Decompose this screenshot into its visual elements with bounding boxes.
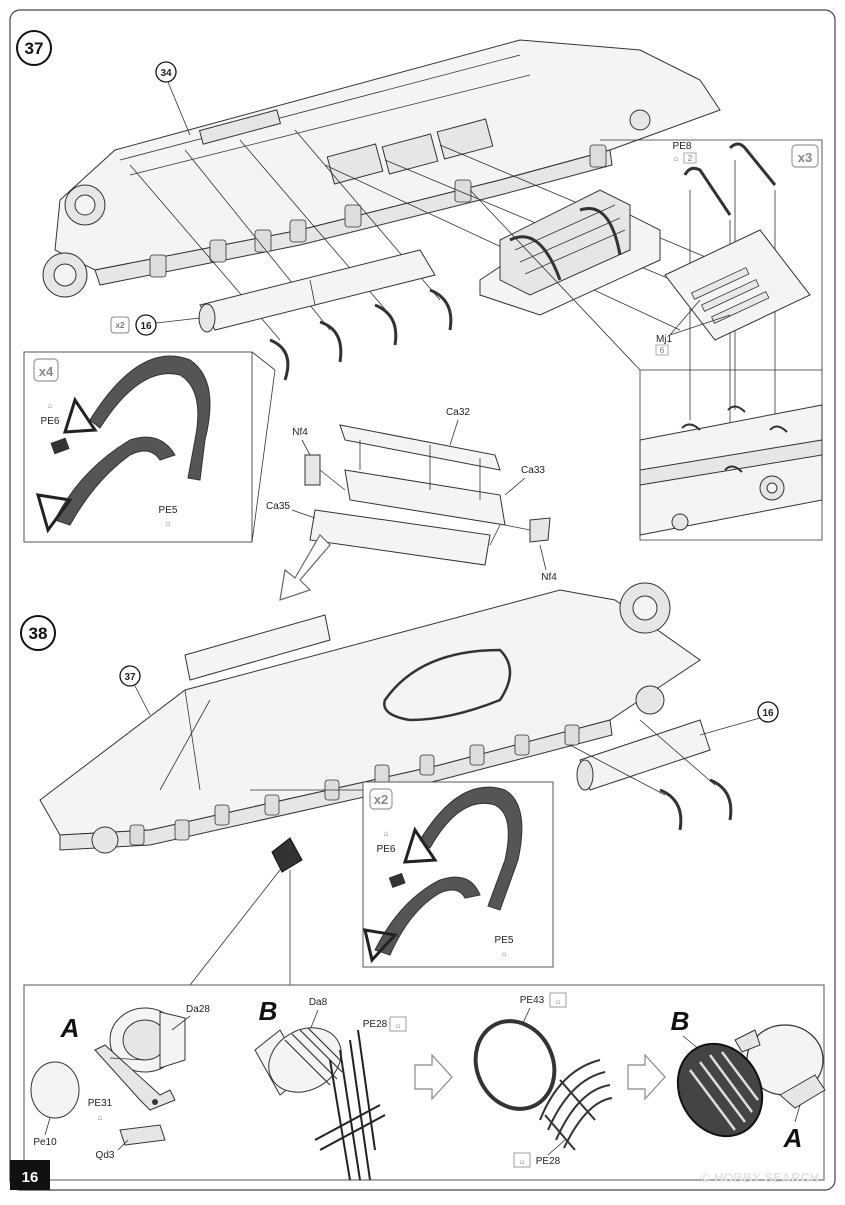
photo-etch-icon: ⌂ [502,949,507,958]
nf4-bottom-label: Nf4 [541,572,557,583]
photo-etch-icon: ⌂ [98,1113,103,1122]
pe28-bottom-label: PE28 [536,1156,561,1167]
pe6-label-37: PE6 [41,416,60,427]
pe5-label-37: PE5 [159,505,178,516]
step-37-number: 37 [25,39,44,58]
hull-upper-view [42,39,721,298]
mj1-qty: 6 [660,346,665,355]
step-37: 37 [16,30,823,601]
ca32-label: Ca32 [446,407,470,418]
strap-inset-x2: x2 ⌂ PE6 PE5 ⌂ [250,781,554,968]
rack-multiplier-x3: x3 [798,150,812,165]
sub-label-b: B [259,996,278,1026]
step-38-number: 38 [29,624,48,643]
fender-part-16-step38 [569,719,733,831]
pe8-qty: 2 [688,154,693,163]
photo-etch-icon: ⌂ [674,154,679,163]
qd3-label: Qd3 [96,1150,115,1161]
fender-multiplier-37: x2 [116,321,125,330]
spare-track-box [479,189,661,316]
arrow-right-icon [414,1053,453,1101]
headlight-subassembly-panel: A Da28 PE31 ⌂ Pe10 Qd3 B Da8 PE28 [23,984,826,1181]
step-38: 38 37 [20,582,779,986]
part-16-callout-37: 16 [140,321,152,332]
part-16-callout-38: 16 [762,708,774,719]
da28-label: Da28 [186,1004,210,1015]
step-38-badge [20,615,56,651]
arrow-down-icon [279,534,331,601]
photo-etch-icon: ⌂ [520,1157,525,1166]
sub-label-a: A [60,1013,80,1043]
photo-etch-icon: ⌂ [48,401,53,410]
inset-multiplier-x4: x4 [39,364,54,379]
sub-label-a-right: A [783,1123,803,1153]
sub-label-b-right: B [671,1006,690,1036]
pe10-label: Pe10 [33,1137,57,1148]
rack-inset-x3: x3 PE8 ⌂ 2 Mj1 6 [469,139,823,541]
arrow-right-icon [627,1053,666,1101]
step-37-badge [16,30,52,66]
fender-part-16 [198,249,453,381]
ca35-label: Ca35 [266,501,290,512]
pe8-label: PE8 [673,141,692,152]
strap-inset-x4: x4 ⌂ PE6 PE5 ⌂ [23,351,276,543]
pe31-label: PE31 [88,1098,113,1109]
inset-multiplier-x2: x2 [374,792,388,807]
page-number-tab [10,1160,50,1190]
photo-etch-icon: ⌂ [556,997,561,1006]
da8-label: Da8 [309,997,328,1008]
pe5-label-38: PE5 [495,935,514,946]
hull-lower-view [39,582,701,873]
page-number: 16 [22,1169,39,1186]
pe28-top-label: PE28 [363,1019,388,1030]
callout-34: 34 [160,68,172,79]
photo-etch-icon: ⌂ [396,1021,401,1030]
ca33-label: Ca33 [521,465,545,476]
callout-37: 37 [124,672,136,683]
watermark: © HOBBY SEARCH [701,1170,819,1185]
pe6-label-38: PE6 [377,844,396,855]
nf4-top-label: Nf4 [292,427,308,438]
photo-etch-icon: ⌂ [384,829,389,838]
box-subassembly: Nf4 Ca32 Ca33 Ca35 Nf4 [266,407,557,583]
mj1-label: Mj1 [656,334,673,345]
pe43-label: PE43 [520,995,545,1006]
page-frame [9,9,836,1191]
photo-etch-icon: ⌂ [166,519,171,528]
